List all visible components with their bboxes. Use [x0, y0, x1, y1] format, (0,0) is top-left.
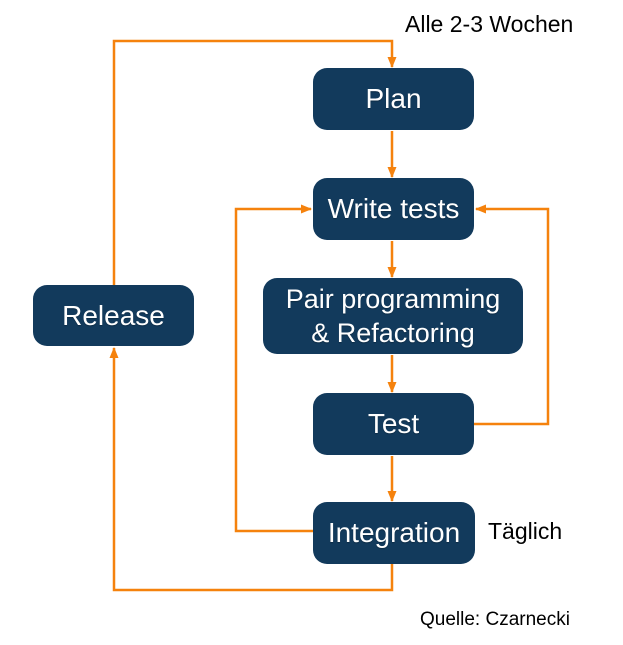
- cycle-frequency-label: Alle 2-3 Wochen: [405, 11, 574, 37]
- node-integration-label: Integration: [327, 517, 461, 548]
- node-write-tests-label: Write tests: [327, 193, 460, 224]
- node-pair-label-line2: & Refactoring: [311, 318, 475, 348]
- source-credit-label: Quelle: Czarnecki: [420, 609, 570, 630]
- node-integration: Integration: [313, 502, 475, 564]
- node-plan: Plan: [313, 68, 474, 130]
- node-release-label: Release: [62, 299, 165, 331]
- arrow-test-to-write-tests: [474, 204, 550, 426]
- node-release: Release: [33, 285, 194, 346]
- node-write-tests: Write tests: [313, 178, 474, 240]
- daily-frequency-label: Täglich: [488, 518, 563, 544]
- node-test-label: Test: [367, 408, 420, 439]
- arrow-release-to-plan: [112, 39, 397, 285]
- node-plan-label: Plan: [365, 83, 422, 114]
- node-pair-programming-refactoring: Pair programming & Refactoring: [263, 278, 523, 354]
- arrow-integration-to-write-tests: [234, 204, 313, 533]
- node-test: Test: [313, 393, 474, 455]
- arrow-integration-to-release: [109, 347, 394, 592]
- node-pair-label-line1: Pair programming: [285, 284, 501, 314]
